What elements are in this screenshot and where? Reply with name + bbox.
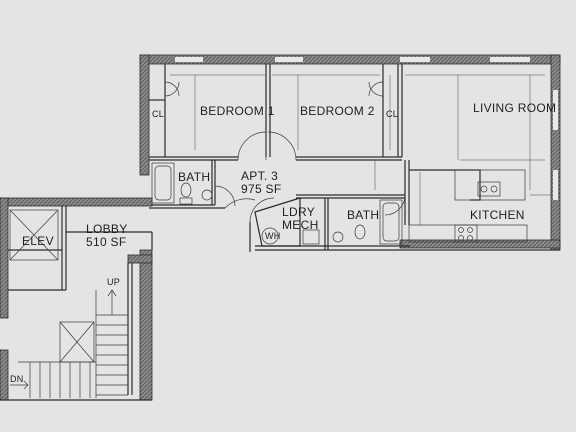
- apt-label: APT. 3: [241, 169, 278, 183]
- lobby-walls: [0, 197, 153, 401]
- bedroom2-label: BEDROOM 2: [300, 104, 375, 118]
- fixtures: [151, 162, 501, 245]
- stairs: [10, 289, 128, 398]
- stair-down-label: DN: [10, 374, 24, 384]
- lobby-area-label: 510 SF: [86, 235, 127, 249]
- lobby-label: LOBBY: [86, 222, 128, 236]
- bedroom1-label: BEDROOM 1: [200, 104, 275, 118]
- closet2-label: CL: [386, 109, 398, 119]
- living-room-label: LIVING ROOM: [473, 101, 556, 115]
- water-heater-label: WH: [265, 231, 281, 241]
- elevator-label: ELEV: [22, 234, 54, 248]
- dimension-lines: [170, 74, 552, 225]
- apt-area-label: 975 SF: [241, 182, 282, 196]
- laundry-label: LDRY: [282, 205, 315, 219]
- bath2-label: BATH: [347, 208, 379, 222]
- mech-label: MECH: [282, 218, 319, 232]
- closet1-label: CL: [152, 109, 164, 119]
- kitchen-label: KITCHEN: [470, 208, 525, 222]
- stair-up-label: UP: [107, 277, 120, 287]
- room-labels: BEDROOM 1 BEDROOM 2 LIVING ROOM CL CL BA…: [10, 101, 556, 384]
- doors: [164, 81, 406, 223]
- bath1-label: BATH: [178, 170, 210, 184]
